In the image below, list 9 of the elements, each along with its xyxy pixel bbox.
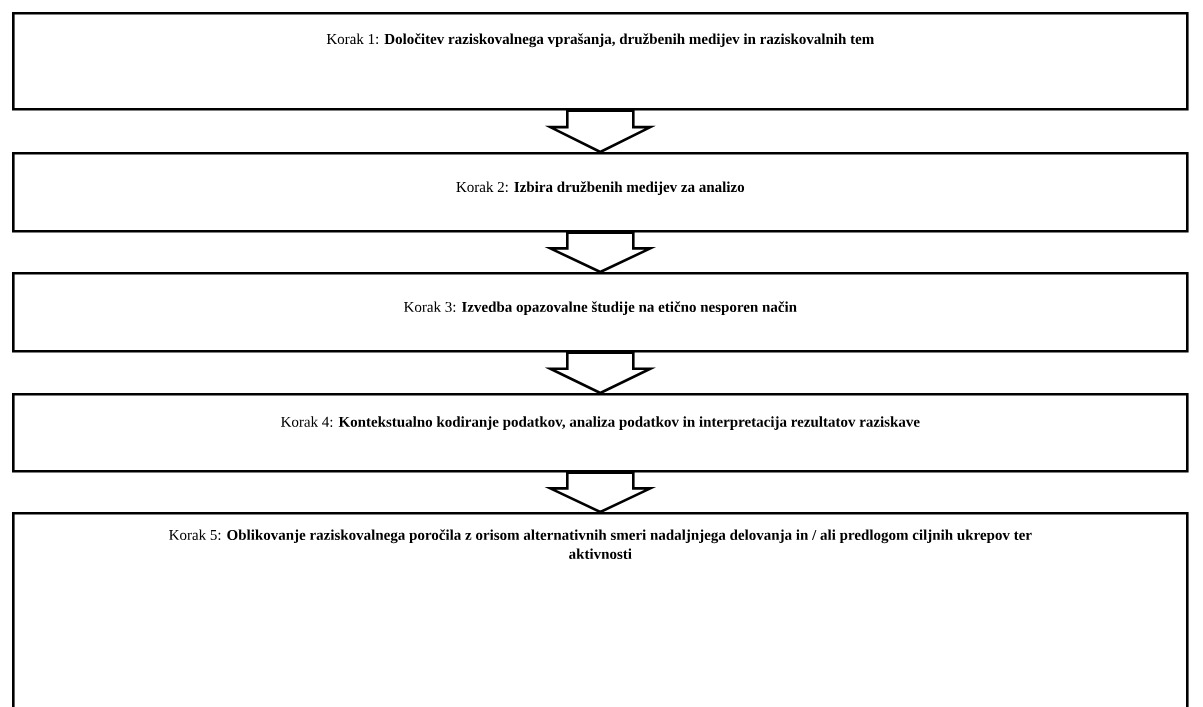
step-box: Korak 4: Kontekstualno kodiranje podatkov, analiza podatkov in interpretacija rezultatov raziskave xyxy=(12,393,1189,473)
block-arrow xyxy=(544,471,657,514)
step-box: Korak 2: Izbira družbenih medijev za analizo xyxy=(12,152,1189,233)
block-arrow xyxy=(544,351,656,395)
step-box: Korak 1: Določitev raziskovalnega vprašanja, družbenih medijev in raziskovalnih tem xyxy=(12,12,1189,111)
step-box: Korak 3: Izvedba opazovalne študije na etično nesporen način xyxy=(12,272,1189,353)
step-box: Korak 5: Oblikovanje raziskovalnega poročila z orisom alternativnih smeri nadaljnjega delovanja in / ali predlogom ciljnih ukrepov ter aktivnosti xyxy=(12,512,1189,707)
block-arrow xyxy=(544,109,656,154)
block-arrow xyxy=(544,231,657,274)
